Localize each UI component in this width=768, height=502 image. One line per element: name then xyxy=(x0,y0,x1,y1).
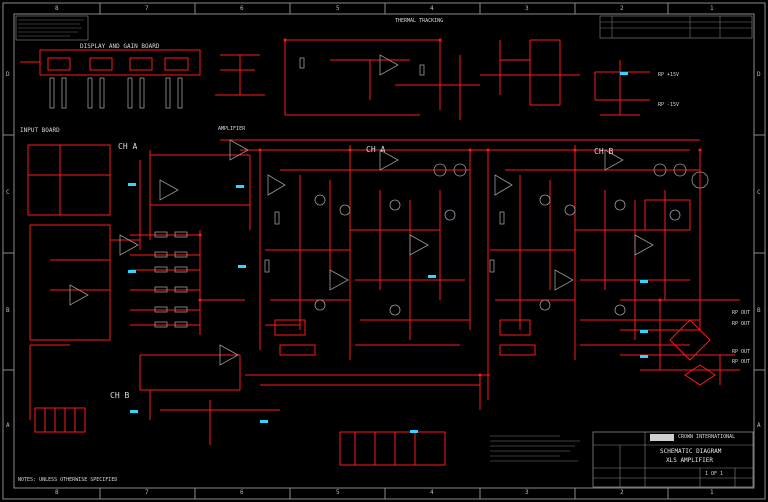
row-label-d: D xyxy=(6,71,10,78)
column-label-7: 7 xyxy=(145,5,149,12)
rp-neg-label: RP -15V xyxy=(658,102,680,108)
column-label-8-bottom: 8 xyxy=(55,489,59,496)
output-4-label: RP OUT xyxy=(732,359,751,365)
column-label-8: 8 xyxy=(55,5,59,12)
row-label-a-right: A xyxy=(757,422,761,429)
output-1-label: RP OUT xyxy=(732,310,751,316)
row-label-b-right: B xyxy=(757,307,761,314)
column-label-7-bottom: 7 xyxy=(145,489,149,496)
ch-a-input-label: CH A xyxy=(118,142,138,151)
column-label-2-bottom: 2 xyxy=(620,489,624,496)
sheet-number: 1 OF 1 xyxy=(705,471,724,477)
column-label-4-bottom: 4 xyxy=(430,489,434,496)
amplifier-label: AMPLIFIER xyxy=(218,126,246,132)
ch-b-main-label: CH B xyxy=(594,147,614,156)
column-label-5-bottom: 5 xyxy=(336,489,340,496)
column-label-1-bottom: 1 xyxy=(710,489,714,496)
column-label-6: 6 xyxy=(240,5,244,12)
footnote: NOTES: UNLESS OTHERWISE SPECIFIED xyxy=(18,477,118,483)
ch-a-main-label: CH A xyxy=(366,145,386,154)
column-label-5: 5 xyxy=(336,5,340,12)
row-label-b: B xyxy=(6,307,10,314)
row-label-a: A xyxy=(6,422,10,429)
row-label-c-right: C xyxy=(757,189,761,196)
column-label-2: 2 xyxy=(620,5,624,12)
row-label-d-right: D xyxy=(757,71,761,78)
column-label-3: 3 xyxy=(525,5,529,12)
column-label-3-bottom: 3 xyxy=(525,489,529,496)
input-board-label: INPUT BOARD xyxy=(20,127,60,134)
column-label-4: 4 xyxy=(430,5,434,12)
column-label-1: 1 xyxy=(710,5,714,12)
schematic-subtitle: XLS AMPLIFIER xyxy=(666,457,713,464)
rp-pos-label: RP +15V xyxy=(658,72,680,78)
output-3-label: RP OUT xyxy=(732,349,751,355)
company-name: CROWN INTERNATIONAL xyxy=(678,434,736,440)
output-2-label: RP OUT xyxy=(732,321,751,327)
thermal-label: THERMAL TRACKING xyxy=(395,18,444,24)
ch-b-input-label: CH B xyxy=(110,391,130,400)
schematic-title: SCHEMATIC DIAGRAM xyxy=(660,448,722,455)
column-label-6-bottom: 6 xyxy=(240,489,244,496)
display-board-label: DISPLAY AND GAIN BOARD xyxy=(80,43,160,50)
row-label-c: C xyxy=(6,189,10,196)
